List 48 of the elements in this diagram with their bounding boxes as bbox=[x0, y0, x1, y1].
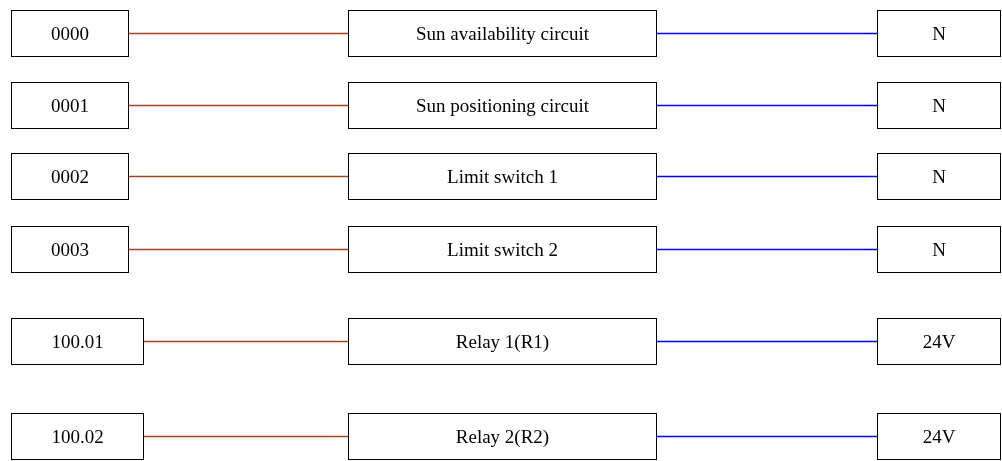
terminal-box bbox=[11, 153, 129, 200]
wire bbox=[656, 340, 878, 343]
wire bbox=[143, 340, 349, 343]
terminal-box bbox=[348, 318, 657, 365]
terminal-box bbox=[11, 226, 129, 273]
wire bbox=[656, 248, 878, 251]
box-label: 24V bbox=[922, 425, 956, 448]
wire bbox=[143, 435, 349, 438]
wire bbox=[128, 104, 349, 107]
box-label: 24V bbox=[922, 330, 956, 353]
box-label: N bbox=[932, 22, 946, 45]
box-label: Limit switch 2 bbox=[447, 238, 558, 261]
wire bbox=[128, 175, 349, 178]
terminal-box bbox=[348, 82, 657, 129]
terminal-box bbox=[877, 153, 1001, 200]
wire bbox=[128, 248, 349, 251]
box-label: Sun positioning circuit bbox=[415, 94, 590, 117]
terminal-box bbox=[11, 10, 129, 57]
terminal-box bbox=[877, 318, 1001, 365]
terminal-box bbox=[348, 226, 657, 273]
box-label: Sun availability circuit bbox=[415, 22, 590, 45]
wire bbox=[128, 32, 349, 35]
terminal-box bbox=[11, 413, 144, 460]
box-label: N bbox=[932, 94, 946, 117]
terminal-box bbox=[348, 10, 657, 57]
terminal-box bbox=[877, 226, 1001, 273]
box-label: 100.02 bbox=[51, 425, 104, 448]
box-label: Relay 1(R1) bbox=[455, 330, 550, 353]
terminal-box bbox=[877, 10, 1001, 57]
wire bbox=[656, 175, 878, 178]
wire bbox=[656, 32, 878, 35]
box-label: 0002 bbox=[51, 165, 89, 188]
box-label: Relay 2(R2) bbox=[455, 425, 550, 448]
wire bbox=[656, 104, 878, 107]
terminal-box bbox=[877, 82, 1001, 129]
box-label: N bbox=[932, 165, 946, 188]
box-label: 0001 bbox=[51, 94, 89, 117]
terminal-box bbox=[877, 413, 1001, 460]
terminal-box bbox=[348, 153, 657, 200]
terminal-box bbox=[348, 413, 657, 460]
wire bbox=[656, 435, 878, 438]
box-label: N bbox=[932, 238, 946, 261]
box-label: 0000 bbox=[51, 22, 89, 45]
terminal-box bbox=[11, 318, 144, 365]
box-label: Limit switch 1 bbox=[447, 165, 558, 188]
terminal-box bbox=[11, 82, 129, 129]
box-label: 100.01 bbox=[51, 330, 104, 353]
box-label: 0003 bbox=[51, 238, 89, 261]
